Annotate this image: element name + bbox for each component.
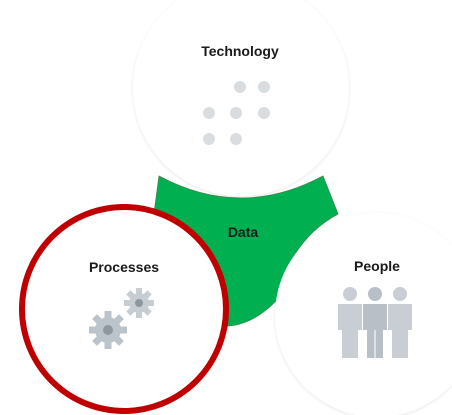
dot-grid-icon: [203, 81, 270, 145]
processes-label: Processes: [88, 259, 160, 275]
technology-circle: [133, 0, 349, 196]
processes-circle: [19, 204, 229, 414]
group-of-people-icon: [338, 287, 412, 358]
data-label: Data: [227, 224, 259, 240]
technology-label: Technology: [201, 43, 279, 59]
people-label: People: [354, 258, 400, 274]
gears-icon: [89, 288, 154, 349]
